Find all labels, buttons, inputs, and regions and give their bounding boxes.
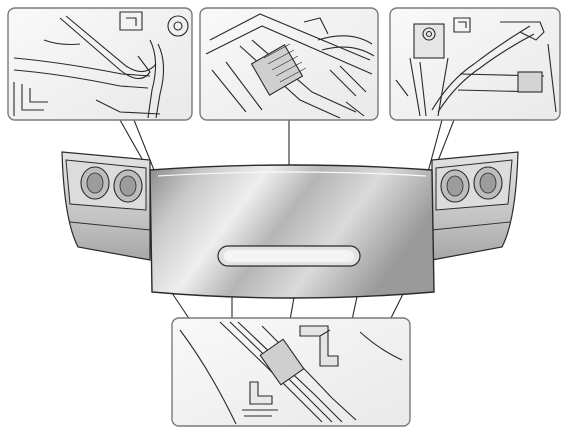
hood-seal-clip-detail-icon: [179, 321, 403, 425]
leader-right-a: [427, 119, 443, 173]
detail-panel-right: [389, 7, 561, 121]
left-headlamp: [61, 151, 151, 261]
leader-bottom-1: [169, 289, 191, 321]
detail-panel-center: [199, 7, 379, 121]
hood-support-bracket-detail-icon: [395, 17, 557, 117]
right-headlamp: [431, 151, 519, 261]
hood: [149, 164, 435, 299]
hood-hinge-rod-detail-icon: [13, 11, 189, 119]
detail-panel-bottom: [171, 317, 411, 427]
hood-latch-detail-icon: [205, 13, 375, 119]
leader-left-b: [133, 119, 157, 176]
detail-panel-left: [7, 7, 193, 121]
